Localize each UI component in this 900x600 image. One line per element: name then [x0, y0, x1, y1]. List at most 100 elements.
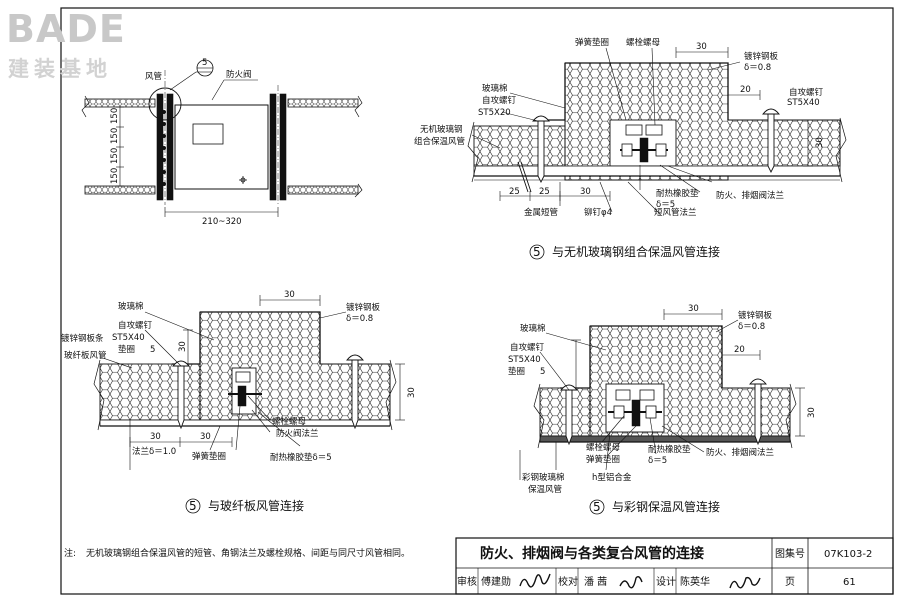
d2-dim-v30: 30: [178, 341, 188, 352]
page-label: 页: [785, 576, 795, 588]
d2-dim-b30b: 30: [200, 432, 211, 442]
d1-spring-washer: 弹簧垫圈: [575, 37, 609, 48]
d3-delta: δ＝0.8: [738, 322, 765, 332]
detail-1-labels: 弹簧垫圈 螺栓螺母 镀锌钢板 δ＝0.8 玻璃棉 自攻螺钉 ST5X20 自攻螺…: [414, 37, 825, 260]
d3-dim-v30: 30: [807, 407, 817, 418]
dim-v3: 150: [110, 148, 120, 164]
d3-caption-text: 与彩钢保温风管连接: [612, 499, 720, 514]
d2-washer: 垫圈: [118, 344, 135, 355]
d1-rivet: 铆钉φ4: [584, 207, 612, 218]
title-block-text: 防火、排烟阀与各类复合风管的连接 图集号 07K103-2 审核 傅建勋 校对 …: [457, 545, 872, 589]
d3-caption: 5 与彩钢保温风管连接: [589, 499, 720, 515]
d1-angle-flange: 短风管法兰: [654, 207, 697, 218]
d1-screw: 自攻螺钉: [482, 95, 517, 106]
detail-color-steel: [519, 309, 805, 480]
d2-dim-top30: 30: [284, 290, 295, 300]
d1-rubber: 耐热橡胶垫: [656, 188, 699, 199]
reviewer-signature: [519, 573, 551, 588]
dim-v1: 150: [110, 108, 120, 124]
d2-spring-washer: 弹簧垫圈: [192, 451, 226, 462]
d3-rubber: 耐热橡胶垫: [648, 444, 691, 455]
logo-tagline: 建装基地: [8, 57, 112, 81]
check-label: 校对: [558, 575, 578, 588]
duct-label: 风管: [145, 71, 162, 82]
drawing-title: 防火、排烟阀与各类复合风管的连接: [480, 545, 704, 562]
d1-glass-wool: 玻璃棉: [482, 83, 508, 94]
d2-caption-text: 与玻纤板风管连接: [208, 498, 304, 513]
d2-dim-b30a: 30: [150, 432, 161, 442]
d1-caption-num: 5: [533, 245, 541, 259]
elevation-labels: 风管 防火阀 5 150 150 150 150 210~320: [110, 58, 252, 227]
d2-flange: 防火阀法兰: [276, 428, 319, 439]
page-number: 61: [843, 577, 856, 588]
d1-screw-spec: ST5X20: [478, 108, 511, 118]
d3-flange: 防火、排烟阀法兰: [706, 447, 774, 458]
note-prefix: 注:: [64, 547, 76, 559]
d1-rubber-delta: δ＝5: [656, 200, 675, 210]
d3-duct1: 彩钢玻璃棉: [522, 472, 565, 483]
d3-dim-top30: 30: [688, 304, 699, 314]
checker-name: 潘 茜: [584, 576, 607, 588]
d2-screw-spec: ST5X40: [112, 333, 145, 343]
d2-duct: 玻纤板风管: [64, 350, 107, 361]
checker-signature: [619, 575, 643, 589]
d1-duct-name2: 组合保温风管: [414, 136, 465, 147]
d2-glass-wool: 玻璃棉: [118, 301, 144, 312]
dim-v4: 150: [110, 168, 120, 184]
design-label: 设计: [656, 575, 676, 588]
d2-dim-v30b: 30: [407, 387, 417, 398]
d1-flange: 防火、排烟阀法兰: [716, 190, 784, 201]
atlas-label: 图集号: [775, 547, 805, 560]
elevation-view: [81, 59, 363, 217]
d2-caption: 5 与玻纤板风管连接: [185, 498, 304, 514]
d2-washer-size: 5: [150, 345, 155, 355]
damper-label: 防火阀: [226, 69, 252, 80]
d2-caption-num: 5: [189, 499, 197, 513]
designer-name: 陈英华: [680, 575, 710, 588]
d1-caption: 5 与无机玻璃钢组合保温风管连接: [529, 244, 720, 260]
drawing-note: 注: 无机玻璃钢组合保温风管的短管、角钢法兰及螺栓规格、间距与同尺寸风管相同。: [64, 547, 410, 559]
d3-bolt-nut: 螺栓螺母: [586, 442, 620, 453]
note-text: 无机玻璃钢组合保温风管的短管、角钢法兰及螺栓规格、间距与同尺寸风管相同。: [86, 547, 410, 559]
d1-dim-25a: 25: [509, 187, 520, 197]
designer-signature: [729, 576, 761, 589]
atlas-number: 07K103-2: [824, 549, 872, 560]
title-block: [455, 537, 894, 595]
d3-caption-num: 5: [593, 500, 601, 514]
d2-flange-delta: 法兰δ＝1.0: [132, 446, 176, 457]
d3-screw: 自攻螺钉: [510, 342, 545, 353]
d3-galv-plate: 镀锌钢板: [738, 310, 773, 321]
d1-galv-plate: 镀锌钢板: [744, 51, 779, 62]
d1-dim-30b: 30: [580, 187, 591, 197]
d3-h-profile: h型铝合金: [592, 472, 632, 483]
dim-v2: 150: [110, 128, 120, 144]
d1-screw2: 自攻螺钉: [789, 87, 824, 98]
brand-logo: BADE 建装基地: [6, 7, 126, 81]
d3-washer-size: 5: [540, 367, 545, 377]
d1-caption-text: 与无机玻璃钢组合保温风管连接: [552, 244, 720, 259]
d1-dim-30v: 30: [815, 137, 825, 148]
detail-mark: 5: [202, 58, 207, 68]
d1-bolt-nut: 螺栓螺母: [626, 37, 660, 48]
review-label: 审核: [457, 575, 477, 588]
d1-metal-pipe: 金属短管: [524, 207, 558, 218]
reviewer-name: 傅建勋: [481, 575, 511, 588]
detail-3-labels: 玻璃棉 自攻螺钉 ST5X40 垫圈 5 镀锌钢板 δ＝0.8 螺栓螺母 弹簧垫…: [508, 304, 817, 515]
d1-duct-name1: 无机玻璃钢: [420, 124, 463, 135]
d3-spring-washer: 弹簧垫圈: [586, 454, 620, 465]
d3-glass-wool: 玻璃棉: [520, 323, 546, 334]
d1-dim-25b: 25: [539, 187, 550, 197]
d2-delta: δ＝0.8: [346, 314, 373, 324]
d1-delta: δ＝0.8: [744, 63, 771, 73]
d1-screw2-spec: ST5X40: [787, 98, 820, 108]
logo-brand: BADE: [6, 7, 126, 51]
dim-bottom: 210~320: [202, 217, 242, 227]
d2-galv-plate: 镀锌钢板: [346, 302, 381, 313]
detail-glassfiber-board: [93, 295, 405, 470]
d2-screw: 自攻螺钉: [118, 320, 153, 331]
detail-2-labels: 玻璃棉 自攻螺钉 ST5X40 垫圈 5 镀锌钢板条 玻纤板风管 镀锌钢板 δ＝…: [61, 290, 417, 514]
d3-washer: 垫圈: [508, 366, 525, 377]
d1-dim-30a: 30: [696, 42, 707, 52]
d1-dim-20: 20: [740, 85, 751, 95]
